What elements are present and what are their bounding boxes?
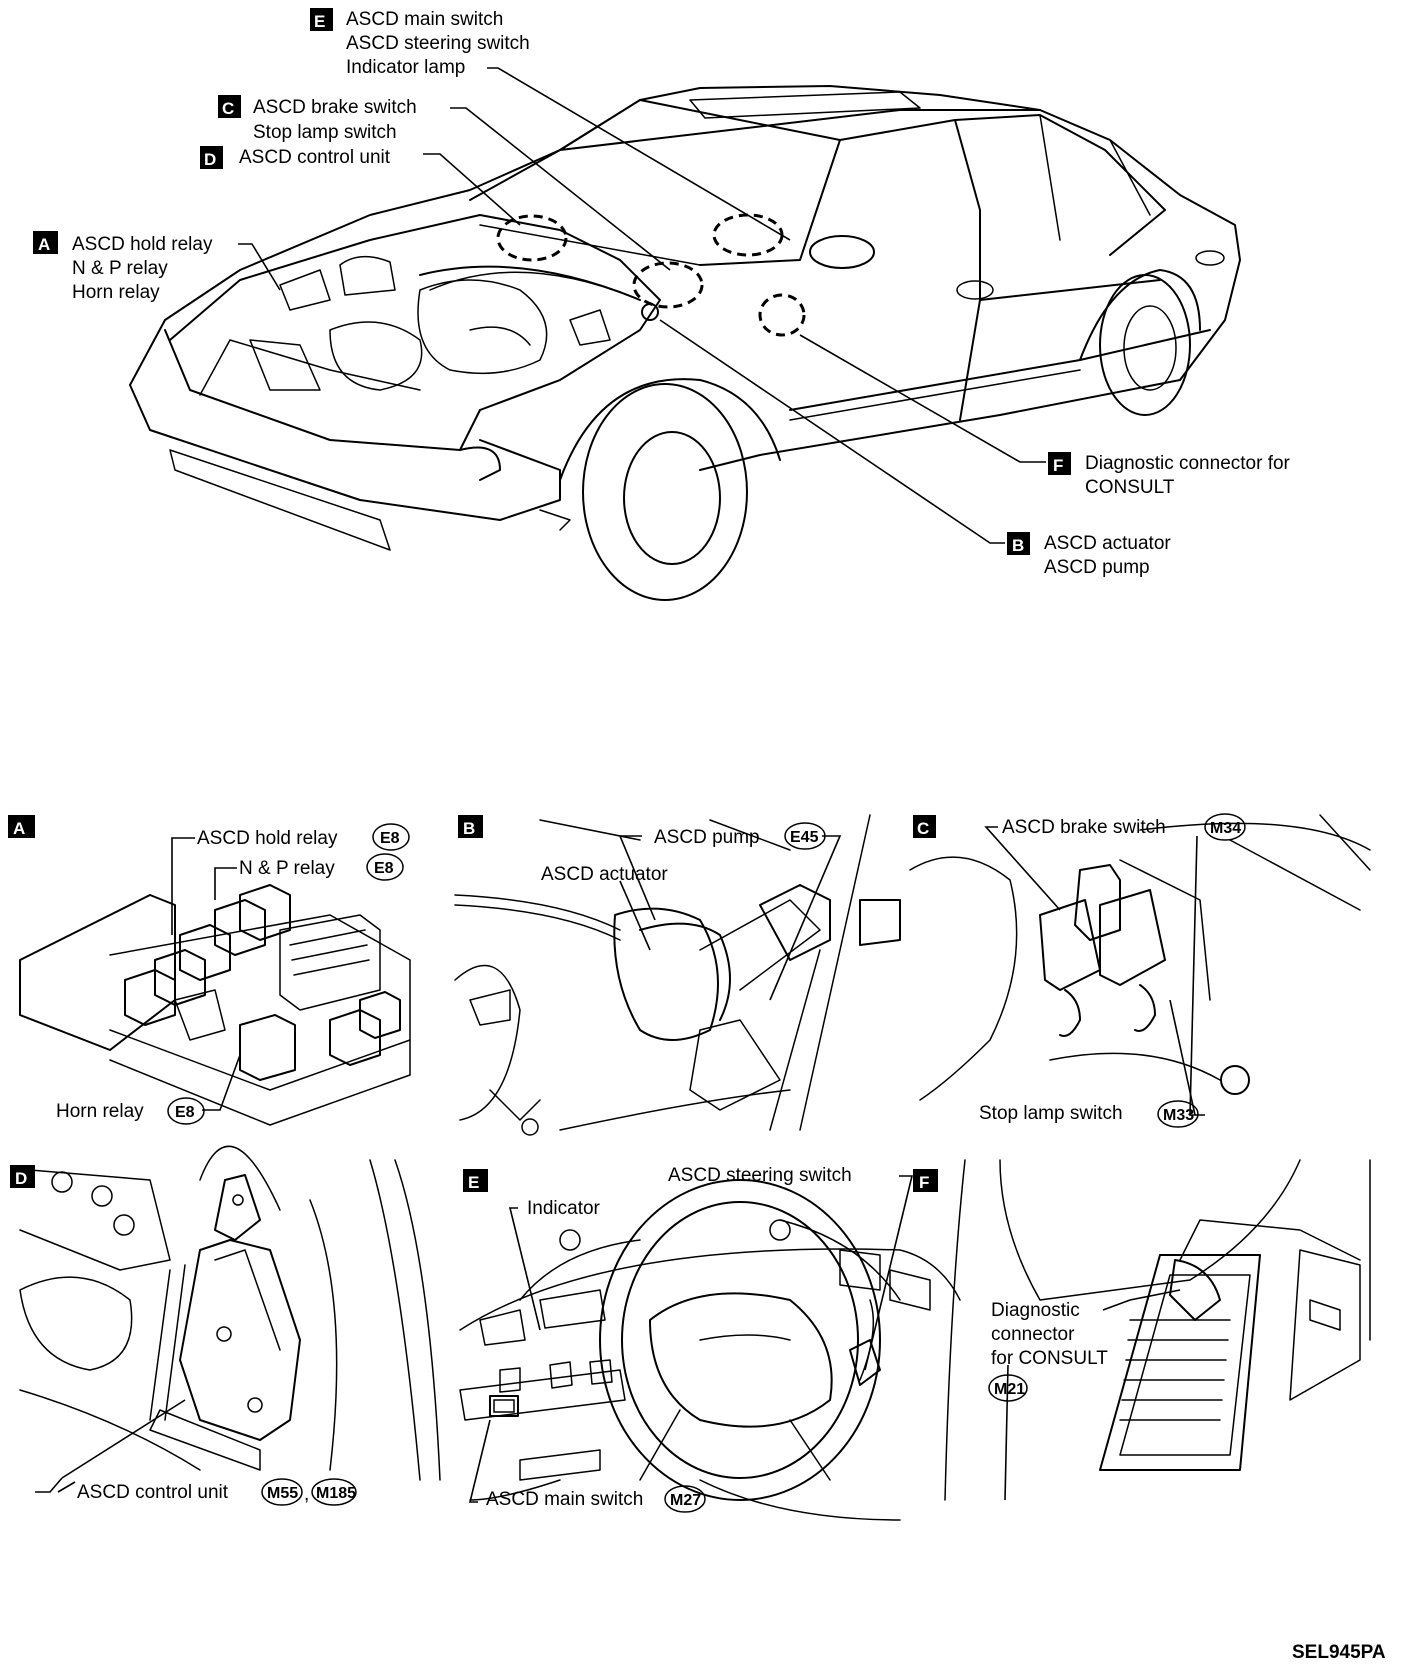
main-switch-label: ASCD main switch [486,1489,643,1510]
connector-e8-icon [167,1097,205,1125]
connector-e8-icon [366,853,404,881]
location-marker-c [632,261,704,309]
connector-m34-icon [1204,813,1246,841]
np-relay-label: N & P relay [239,858,335,879]
callout-e-letter: E [314,12,325,31]
diagnostic-connector-label-3: for CONSULT [991,1348,1108,1369]
actuator-label: ASCD actuator [541,864,668,885]
connector-e45-icon [784,822,826,850]
stop-lamp-switch-label: Stop lamp switch [979,1103,1123,1124]
horn-relay-label: Horn relay [56,1101,144,1122]
figure-code: SEL945PA [1292,1642,1386,1663]
panel-b-letter: B [463,819,475,838]
control-unit-code-1: M55 [267,1485,298,1502]
connector-m21-icon [988,1374,1028,1402]
connector-m27-icon [664,1485,706,1513]
callout-d: D ASCD control unit [200,146,391,169]
connector-m185-icon [311,1478,357,1506]
control-unit-code-2: M185 [316,1485,356,1502]
np-relay-code: E8 [374,860,394,877]
brake-switch-code: M34 [1210,820,1241,837]
panel-e-letter: E [468,1173,479,1192]
panel-c: C ASCD brake switch M34 Stop lamp switch… [909,813,1371,1128]
callout-f-line-2: CONSULT [1085,477,1175,498]
callout-c-line-2: Stop lamp switch [253,122,397,143]
panel-b: B ASCD pump E45 ASCD actuator [454,814,901,1136]
panel-c-letter: C [917,819,929,838]
control-unit-code-separator: , [304,1484,309,1505]
callout-e-line-1: ASCD main switch [346,9,503,30]
horn-relay-code: E8 [175,1104,195,1121]
overview-leader-lines [238,67,1046,544]
hold-relay-label: ASCD hold relay [197,828,338,849]
callout-a-line-1: ASCD hold relay [72,234,213,255]
panel-d-letter: D [15,1169,27,1188]
callout-f-letter: F [1053,456,1063,475]
connector-e8-icon [372,823,410,851]
diagnostic-connector-label-2: connector [991,1324,1075,1345]
location-marker-e [712,213,784,257]
connector-m33-icon [1157,1100,1199,1128]
callout-f: F Diagnostic connector for CONSULT [1048,452,1291,498]
panel-d: D ASCD control unit M55 , M185 [10,1145,441,1506]
callout-e-line-2: ASCD steering switch [346,33,530,54]
callout-f-line-1: Diagnostic connector for [1085,453,1291,474]
callout-b-letter: B [1012,536,1024,555]
callout-d-line-1: ASCD control unit [239,147,391,168]
callout-a: A ASCD hold relay N & P relay Horn relay [33,231,213,303]
pump-label: ASCD pump [654,827,760,848]
location-marker-d [496,214,568,262]
callout-a-line-3: Horn relay [72,282,160,303]
location-markers [496,213,806,337]
steering-switch-label: ASCD steering switch [668,1165,852,1186]
pump-code: E45 [790,829,819,846]
hold-relay-code: E8 [380,830,400,847]
control-unit-label: ASCD control unit [77,1482,229,1503]
callout-e-line-3: Indicator lamp [346,57,465,78]
callout-c-letter: C [222,99,234,118]
panel-f-letter: F [919,1173,929,1192]
stop-lamp-switch-code: M33 [1163,1107,1194,1124]
callout-b-line-1: ASCD actuator [1044,533,1171,554]
diagnostic-connector-code: M21 [994,1381,1025,1398]
callout-a-letter: A [38,235,50,254]
main-switch-code: M27 [670,1492,701,1509]
brake-switch-label: ASCD brake switch [1002,817,1166,838]
panel-e: E ASCD steering switch Indicator ASCD [459,1165,961,1521]
callout-e: E ASCD main switch ASCD steering switch … [310,8,530,78]
callout-b-line-2: ASCD pump [1044,557,1150,578]
callout-d-letter: D [204,150,216,169]
callout-c-line-1: ASCD brake switch [253,97,417,118]
panel-a: A ASCD hold relay E8 N & P relay E8 Horn… [8,815,411,1126]
callout-c: C ASCD brake switch Stop lamp switch [218,95,417,143]
connector-m55-icon [261,1478,303,1506]
indicator-label: Indicator [527,1198,601,1219]
location-marker-f [758,293,806,337]
callout-b: B ASCD actuator ASCD pump [1007,532,1171,578]
diagnostic-connector-label-1: Diagnostic [991,1300,1080,1321]
panel-f: F Diagnostic connector for CONSULT M21 [913,1159,1371,1501]
callout-a-line-2: N & P relay [72,258,168,279]
panel-a-letter: A [13,819,25,838]
car-illustration [129,85,1241,601]
